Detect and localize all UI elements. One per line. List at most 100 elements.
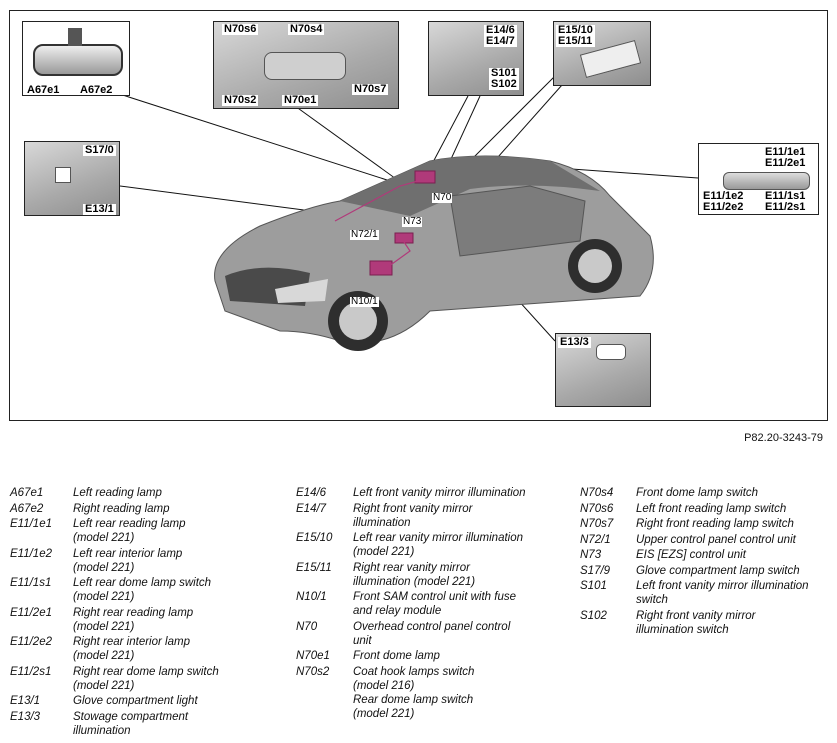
legend-description: Upper control panel control unit xyxy=(636,533,796,546)
mirror-mount xyxy=(68,28,82,46)
label-n72-1: N72/1 xyxy=(350,229,379,240)
legend-code: E11/1e2 xyxy=(10,547,52,560)
legend-code: S101 xyxy=(580,580,607,592)
label-n70e1: N70e1 xyxy=(282,94,319,106)
legend-description: Stowage compartment illumination xyxy=(73,710,189,737)
legend-row: S102 Right front vanity mirror illuminati… xyxy=(580,609,830,637)
legend-code: E11/1e1 xyxy=(10,518,52,530)
legend-row: N70e1 Front dome lamp xyxy=(296,649,566,663)
legend-row: N10/1 Front SAM control unit with fuse an… xyxy=(296,590,566,618)
legend-description: Left rear interior lamp (model 221) xyxy=(73,547,183,574)
legend-code: N70e1 xyxy=(296,650,330,662)
legend-description: Right rear dome lamp switch (model 221) xyxy=(73,665,219,692)
legend-description: Glove compartment light xyxy=(73,695,198,707)
label-s17-0: S17/0 xyxy=(83,144,116,156)
legend-row: E11/2e1 Right rear reading lamp (model 22… xyxy=(10,606,280,634)
label-e11-1s1-e11-2s1: E11/1s1 E11/2s1 xyxy=(763,190,808,213)
legend-column-2: E14/6 Left front vanity mirror illuminati… xyxy=(296,486,566,722)
legend-description: Overhead control panel control unit xyxy=(353,620,511,647)
overhead-console xyxy=(264,52,346,80)
legend-row: E11/2s1 Right rear dome lamp switch (mode… xyxy=(10,665,280,693)
label-n70s4: N70s4 xyxy=(288,23,325,35)
legend-description: Left front vanity mirror illumination xyxy=(353,487,526,499)
legend-code: N72/1 xyxy=(580,533,611,546)
legend-code: N10/1 xyxy=(296,591,327,603)
legend-description: Right rear interior lamp (model 221) xyxy=(73,636,190,662)
diagram-figure: A67e1 A67e2 N70s6 N70s4 N70s2 N70e1 N70s… xyxy=(9,10,828,421)
legend-code: N70s4 xyxy=(580,487,614,499)
label-a67e1: A67e1 xyxy=(25,84,62,96)
legend-code: N70s7 xyxy=(580,518,614,530)
legend-row: E14/6 Left front vanity mirror illuminati… xyxy=(296,486,566,500)
figure-reference: P82.20-3243-79 xyxy=(744,432,823,444)
car-illustration xyxy=(109,75,699,351)
legend-row: A67e2 Right reading lamp xyxy=(10,502,280,516)
legend-description: Front SAM control unit with fuse and rel… xyxy=(353,591,516,617)
rear-view-mirror-inset: A67e1 A67e2 xyxy=(22,21,130,96)
legend-row: N72/1 Upper control panel control unit xyxy=(580,533,830,547)
glove-compartment-lamp xyxy=(55,167,71,183)
label-e13-1: E13/1 xyxy=(83,203,116,215)
legend-code: E11/2e1 xyxy=(10,606,52,619)
legend-code: E14/7 xyxy=(296,502,327,515)
legend-code: S17/9 xyxy=(580,564,611,577)
label-e14-6-e14-7: E14/6 E14/7 xyxy=(484,24,517,47)
legend-code: A67e1 xyxy=(10,487,44,499)
legend-code: S102 xyxy=(580,609,607,622)
legend-code: E15/11 xyxy=(296,561,332,574)
legend-row: N70 Overhead control panel control unit xyxy=(296,620,566,648)
legend-description: Left rear dome lamp switch (model 221) xyxy=(73,577,212,603)
legend-description: Right reading lamp xyxy=(73,502,170,515)
legend-row: A67e1 Left reading lamp xyxy=(10,486,280,500)
legend-code: N70s2 xyxy=(296,665,330,678)
legend-row: N70s4 Front dome lamp switch xyxy=(580,486,830,500)
glove-compartment-inset: S17/0 E13/1 xyxy=(24,141,120,216)
rear-lamp-unit xyxy=(723,172,810,190)
legend-description: Front dome lamp switch xyxy=(636,487,759,499)
legend-row: E14/7 Right front vanity mirror illuminat… xyxy=(296,502,566,530)
legend-description: Right front vanity mirror illumination s… xyxy=(636,609,756,636)
legend-row: E15/11 Right rear vanity mirror illuminat… xyxy=(296,561,566,589)
legend-row: E11/2e2 Right rear interior lamp (model 2… xyxy=(10,635,280,663)
label-e11-1e1-e11-2e1: E11/1e1 E11/2e1 xyxy=(763,146,808,169)
legend-description: Right rear reading lamp (model 221) xyxy=(73,606,194,633)
label-s101-s102: S101 S102 xyxy=(489,67,519,90)
stowage-compartment-lamp xyxy=(596,344,626,360)
legend-description: Front dome lamp xyxy=(353,650,440,662)
legend-code: E11/2s1 xyxy=(10,665,52,678)
label-n10-1: N10/1 xyxy=(350,296,379,307)
legend-code: A67e2 xyxy=(10,502,44,515)
legend-code: N73 xyxy=(580,549,602,561)
legend-description: Left reading lamp xyxy=(73,487,162,499)
stowage-compartment-inset: E13/3 xyxy=(555,333,651,407)
legend-description: Left rear vanity mirror illumination (mo… xyxy=(353,532,524,558)
front-vanity-mirror-inset: E14/6 E14/7 S101 S102 xyxy=(428,21,524,96)
label-n73: N73 xyxy=(402,216,423,227)
label-e15-10-e15-11: E15/10 E15/11 xyxy=(556,24,595,47)
legend-code: E14/6 xyxy=(296,487,327,499)
rear-lamp-inset: E11/1e1 E11/2e1 E11/1e2 E11/2e2 E11/1s1 … xyxy=(698,143,819,215)
legend-row: E11/1s1 Left rear dome lamp switch (model… xyxy=(10,576,280,604)
label-n70s6: N70s6 xyxy=(222,23,259,35)
rear-view-mirror xyxy=(33,44,123,76)
legend-description: Right front vanity mirror illumination xyxy=(353,502,473,529)
legend-description: Right rear vanity mirror illumination (m… xyxy=(353,561,476,588)
legend-code: N70 xyxy=(296,620,318,633)
label-a67e2: A67e2 xyxy=(78,84,115,96)
legend-code: N70s6 xyxy=(580,502,614,515)
legend-code: E11/2e2 xyxy=(10,636,52,648)
label-n70s7: N70s7 xyxy=(352,83,389,95)
label-e11-1e2-e11-2e2: E11/1e2 E11/2e2 xyxy=(701,190,746,213)
legend-description: EIS [EZS] control unit xyxy=(636,549,746,561)
overhead-panel-inset: N70s6 N70s4 N70s2 N70e1 N70s7 xyxy=(213,21,399,109)
legend-code: E11/1s1 xyxy=(10,577,52,589)
